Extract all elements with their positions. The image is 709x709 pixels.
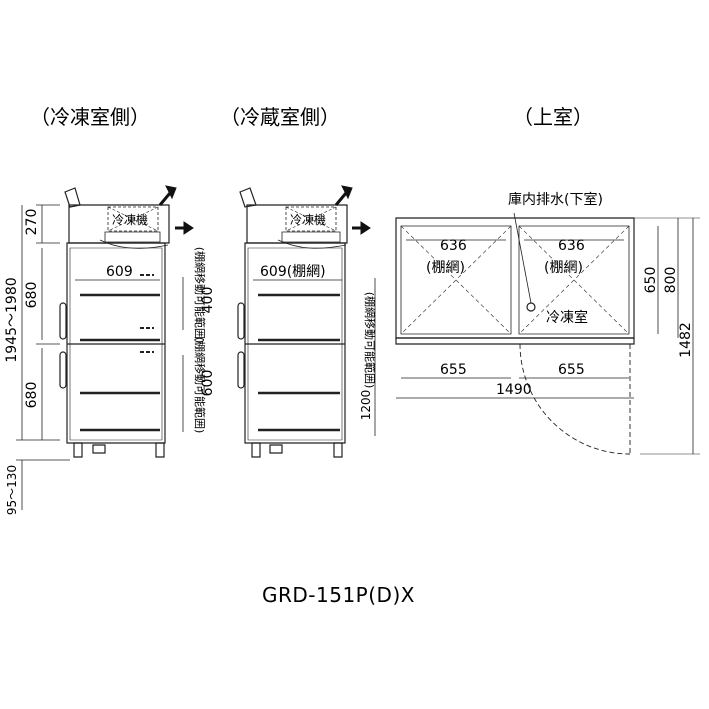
dim-1945-1980: 1945～1980 <box>4 277 20 362</box>
dim-1482: 1482 <box>678 322 694 358</box>
shelf-net-left: (棚網) <box>426 260 465 276</box>
airflow-arrow-icon <box>160 185 194 235</box>
freezer-room-label: 冷凍室 <box>546 309 588 326</box>
dim-800: 800 <box>663 267 679 294</box>
dim-680-bottom: 680 <box>24 382 40 409</box>
airflow-arrow-icon <box>336 185 371 235</box>
dim-636-left: 636 <box>440 238 467 254</box>
heading-top-view: （上室） <box>513 105 593 129</box>
dim-609: 609 <box>106 264 133 280</box>
drain-label: 庫内排水(下室) <box>508 191 603 208</box>
fridge-side-view <box>238 188 375 457</box>
compressor-label-middle: 冷凍機 <box>290 212 326 227</box>
dim-680-top: 680 <box>24 282 40 309</box>
dim-609-net: 609(棚網) <box>260 264 326 280</box>
shelf-range-label-upper: (棚網移動可能範囲) <box>193 247 207 344</box>
dimension-lines-left <box>16 205 183 510</box>
dim-600: 600 <box>200 370 216 397</box>
dim-400: 400 <box>200 287 216 314</box>
shelf-net-right: (棚網) <box>544 260 583 276</box>
heading-fridge-side: （冷蔵室側） <box>220 105 340 129</box>
dim-636-right: 636 <box>558 238 585 254</box>
dim-1490: 1490 <box>496 382 532 398</box>
top-view <box>396 213 700 454</box>
dim-1200: 1200 <box>359 390 373 421</box>
model-number: GRD-151P(D)X <box>262 583 415 607</box>
freezer-side-view <box>60 188 169 457</box>
dim-270: 270 <box>24 209 40 236</box>
dim-95-130: 95～130 <box>5 465 19 515</box>
heading-freezer-side: （冷凍室側） <box>30 105 150 129</box>
shelf-range-label-middle: (棚網移動可能範囲) <box>363 292 377 389</box>
shelf-range-label-lower: (棚網移動可能範囲) <box>193 337 207 434</box>
dim-650: 650 <box>643 267 659 294</box>
dim-655-right: 655 <box>558 362 585 378</box>
dim-655-left: 655 <box>440 362 467 378</box>
compressor-label-left: 冷凍機 <box>112 212 148 227</box>
